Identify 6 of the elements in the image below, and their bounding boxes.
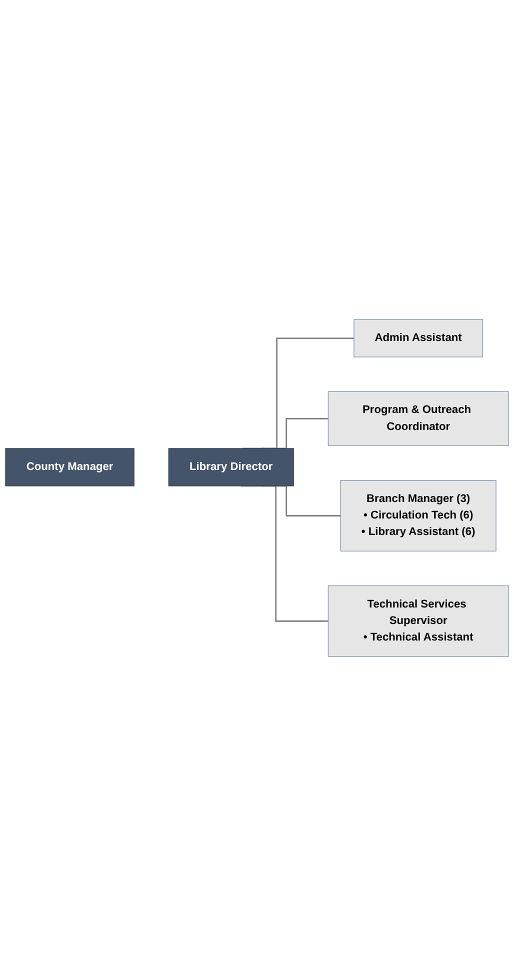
node-box: Admin Assistant xyxy=(354,320,484,358)
node-box: Library Director xyxy=(168,448,294,487)
node-box: Branch Manager (3) • Circulation Tech (6) • Library Assistant (6) xyxy=(340,480,496,552)
node-box: Program & Outreach Coordinator xyxy=(328,392,509,447)
node-box: Technical Services Supervisor • Technical Assistant xyxy=(328,586,509,658)
node-box: County Manager xyxy=(5,448,134,487)
